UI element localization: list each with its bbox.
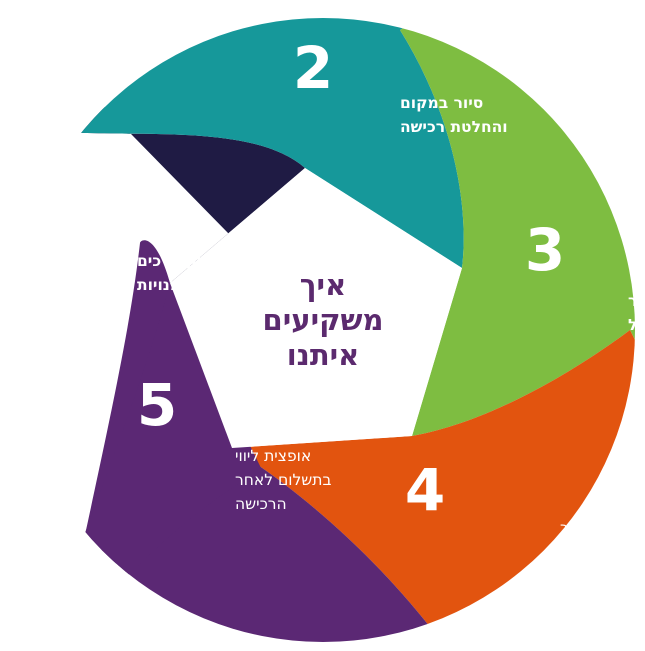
- step-5-text: אופצית ליווי בתשלום לאחר הרכישה: [235, 447, 331, 513]
- step-3-text: הזמנה, דמי שימור וטיפול: [628, 292, 645, 334]
- step-4-number: 4: [405, 456, 445, 524]
- step-1-number: 1: [80, 171, 120, 239]
- center-pentagon: [170, 168, 462, 448]
- step-1-line-1: איפיון צרכים: [137, 252, 227, 270]
- step-4-line-1: ליווי הרכישה, ההליך: [560, 519, 645, 537]
- center-title-line-2: משקיעים: [263, 303, 384, 337]
- segment-1: [11, 18, 323, 642]
- center-title-line-1: איך: [300, 268, 346, 302]
- step-1-line-2: ומיקוד הזדמנויות: [137, 276, 259, 294]
- center-title-line-3: איתנו: [287, 338, 360, 372]
- step-2-text: סיור במקום והחלטת רכישה: [400, 94, 508, 136]
- step-2-number: 2: [293, 34, 333, 102]
- step-3-line-2: וטיפול: [628, 316, 645, 334]
- step-5-line-3: הרכישה: [235, 495, 287, 513]
- step-5-line-1: אופצית ליווי: [235, 447, 311, 465]
- step-4-line-2: המשפטי, והתשלומים: [560, 543, 645, 561]
- step-5-number: 5: [137, 371, 177, 439]
- step-5-line-2: בתשלום לאחר: [235, 471, 331, 489]
- step-1-text: איפיון צרכים ומיקוד הזדמנויות: [137, 252, 259, 294]
- step-4-text: ליווי הרכישה, ההליך המשפטי, והתשלומים: [560, 519, 645, 561]
- step-2-line-1: סיור במקום: [400, 94, 483, 112]
- step-3-line-1: הזמנה, דמי שימור: [628, 292, 645, 310]
- step-3-number: 3: [525, 216, 565, 284]
- step-2-line-2: והחלטת רכישה: [400, 118, 508, 136]
